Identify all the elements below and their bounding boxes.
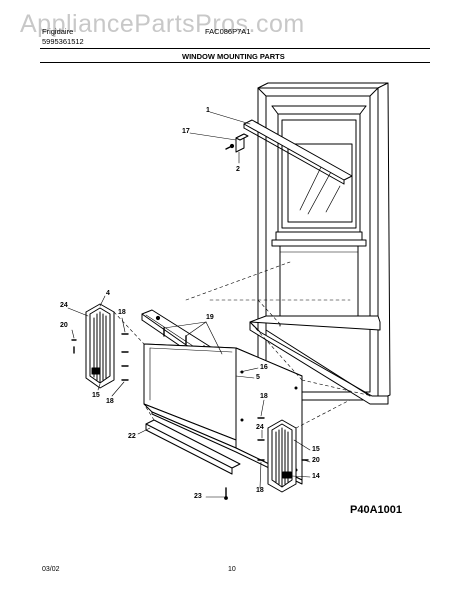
footer-date: 03/02 <box>42 566 60 573</box>
header-rule-top <box>40 48 430 49</box>
footer-page-number: 10 <box>228 566 236 573</box>
callout-17: 17 <box>182 128 190 135</box>
left-side-curtain <box>85 303 115 389</box>
bracket-screw <box>225 143 235 150</box>
callout-14: 14 <box>312 473 320 480</box>
window-frame <box>249 82 391 405</box>
model-number: FAC086P7A1 <box>205 27 251 36</box>
callout-24-left: 24 <box>60 302 68 309</box>
brand-label: Frigidaire <box>42 27 74 36</box>
page-title: WINDOW MOUNTING PARTS <box>182 52 285 61</box>
callout-5: 5 <box>256 374 260 381</box>
callout-19: 19 <box>206 314 214 321</box>
callout-24-right: 24 <box>256 424 264 431</box>
callout-16: 16 <box>260 364 268 371</box>
callout-18-lower-left: 18 <box>106 398 114 405</box>
header-rule-bottom <box>40 62 430 63</box>
callout-22: 22 <box>128 433 136 440</box>
support-screw <box>224 487 228 500</box>
callout-15-right: 15 <box>312 446 320 453</box>
leader-lines <box>67 111 311 498</box>
left-curtain-screws <box>71 333 129 381</box>
right-curtain-screws <box>257 417 309 461</box>
callout-18-lower-right: 18 <box>256 487 264 494</box>
callout-23: 23 <box>194 493 202 500</box>
callout-20-right: 20 <box>312 457 320 464</box>
callout-4: 4 <box>106 290 110 297</box>
alignment-lines <box>113 261 373 429</box>
sill-support <box>145 419 241 475</box>
callout-1: 1 <box>206 107 210 114</box>
callout-15-left: 15 <box>92 392 100 399</box>
callout-18-upper-right: 18 <box>260 393 268 400</box>
publication-number: 5995361512 <box>42 37 84 46</box>
right-side-curtain <box>267 419 297 493</box>
callout-18-upper-left: 18 <box>118 309 126 316</box>
callout-20-left: 20 <box>60 322 68 329</box>
figure-code: P40A1001 <box>350 504 402 516</box>
top-window-channel <box>243 119 353 185</box>
watermark: AppliancePartsPros.com <box>20 10 305 38</box>
callout-2: 2 <box>236 166 240 173</box>
window-lock-bracket <box>235 133 249 153</box>
